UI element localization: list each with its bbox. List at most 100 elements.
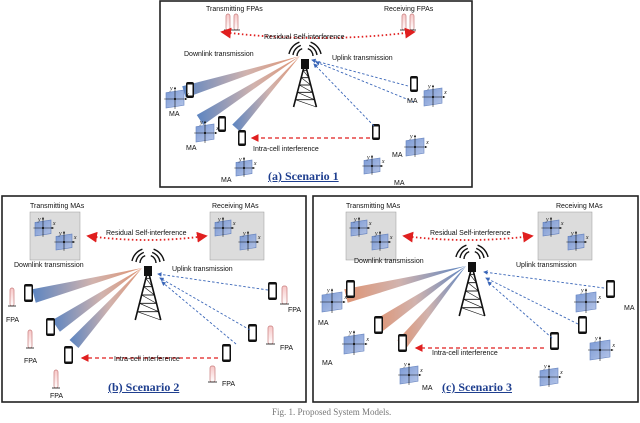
phone-screen: [551, 334, 558, 348]
fixed-position-antenna-icon: [266, 325, 275, 345]
tower-wave-right: [151, 251, 161, 263]
axis-y-label: y: [581, 288, 584, 294]
tower-brace: [143, 286, 155, 296]
phone-screen: [375, 318, 382, 332]
downlink-beam: [52, 268, 142, 332]
tower-brace: [295, 99, 317, 108]
axis-x-label: x: [257, 235, 261, 241]
axis-y-label: y: [544, 364, 547, 371]
tower-head: [468, 262, 476, 272]
smartphone-icon: [186, 82, 194, 98]
axis-x-label: x: [560, 221, 564, 227]
axis-y-label: y: [243, 230, 246, 237]
tower-wave-left: [459, 247, 469, 259]
ma-origin: [62, 240, 66, 244]
movable-antenna-icon: [574, 288, 600, 313]
axis-x-label: x: [253, 161, 257, 167]
axis-y-label: y: [200, 120, 203, 127]
phone-screen: [411, 78, 417, 90]
fixed-position-antenna-icon: [8, 287, 16, 307]
smartphone-icon: [346, 280, 355, 298]
ma-origin: [41, 226, 45, 230]
ma-origin: [330, 300, 334, 304]
phone-screen: [239, 132, 245, 144]
phone-screen: [373, 126, 379, 138]
tower-wave-right: [308, 44, 318, 56]
panel-a-ma-label-4: MA: [407, 98, 418, 105]
tower-brace: [139, 303, 159, 312]
panel-a-ma-label-3: MA: [221, 177, 232, 184]
fixed-position-antenna-icon: [52, 369, 60, 389]
phone-screen: [25, 286, 32, 300]
tower-wave-right: [475, 247, 485, 259]
fpa-body: [27, 329, 33, 349]
smartphone-icon: [24, 284, 33, 302]
phone-screen: [579, 318, 586, 332]
tower-brace: [463, 299, 483, 308]
axis-x-label: x: [560, 370, 563, 376]
tower-brace: [461, 307, 485, 317]
smartphone-icon: [268, 282, 277, 300]
movable-antenna-icon: [370, 231, 391, 251]
smartphone-icon: [372, 124, 380, 140]
tower-brace: [301, 77, 311, 86]
axis-x-label: x: [216, 126, 219, 132]
tower-head: [144, 266, 152, 276]
ma-origin: [370, 164, 374, 168]
smartphone-icon: [578, 316, 587, 334]
movable-antenna-icon: [213, 217, 234, 237]
movable-antenna-icon: [54, 231, 76, 251]
movable-antenna-icon: [194, 120, 218, 143]
panel-c-ma-label-2: MA: [322, 360, 333, 367]
axis-y-label: y: [375, 230, 378, 237]
ma-origin: [246, 240, 250, 244]
tower-wave-left: [131, 248, 143, 262]
tower-brace: [469, 274, 477, 283]
tower-brace: [297, 92, 315, 100]
uplink-dashed-arrow: [485, 277, 579, 325]
movable-antenna-icon: [362, 155, 383, 175]
base-station-tower-icon: [288, 41, 322, 108]
axis-x-label: x: [444, 90, 447, 96]
panel-b-fpa-label-4: FPA: [288, 307, 302, 314]
movable-antenna-icon: [541, 217, 563, 237]
ma-origin: [203, 131, 207, 135]
ma-origin: [574, 240, 578, 244]
ma-origin: [547, 375, 551, 379]
residual-self-interference-arc: [220, 27, 416, 39]
axis-y-label: y: [595, 336, 598, 342]
movable-antenna-icon: [349, 217, 370, 237]
axis-y-label: y: [349, 330, 352, 336]
ma-origin: [549, 226, 553, 230]
panel-c-ma-label-4: MA: [624, 305, 635, 312]
axis-x-label: x: [232, 221, 236, 227]
axis-y-label: y: [170, 86, 173, 93]
tower-brace: [467, 282, 479, 292]
ma-origin: [173, 97, 177, 101]
axis-x-label: x: [585, 235, 589, 241]
panel-c-downlink-label: Downlink transmission: [354, 258, 424, 265]
panel-a-uplink-label: Uplink transmission: [332, 55, 393, 62]
downlink-beam: [397, 266, 466, 348]
ma-origin: [413, 145, 417, 149]
axis-y-label: y: [571, 230, 574, 237]
ma-origin: [378, 240, 382, 244]
smartphone-icon: [248, 324, 257, 342]
downlink-beam: [374, 266, 466, 332]
axis-y-label: y: [239, 156, 242, 163]
panel-b-fpa-label-3: FPA: [50, 393, 64, 400]
ma-origin: [357, 226, 361, 230]
smartphone-icon: [222, 344, 231, 362]
panel-c-ma-label-3: MA: [422, 385, 433, 392]
uplink-dashed-arrow: [483, 270, 605, 289]
axis-y-label: y: [546, 216, 549, 223]
panel-b-fpa-label-6: FPA: [222, 381, 236, 388]
tower-brace: [302, 70, 310, 78]
uplink-dashed-arrow: [487, 281, 553, 339]
smartphone-icon: [374, 316, 383, 334]
axis-y-label: y: [404, 362, 407, 369]
phone-screen: [269, 284, 276, 298]
phone-screen: [347, 282, 354, 296]
panel-a-receiving-label: Receiving FPAs: [384, 6, 434, 13]
smartphone-icon: [46, 318, 55, 336]
